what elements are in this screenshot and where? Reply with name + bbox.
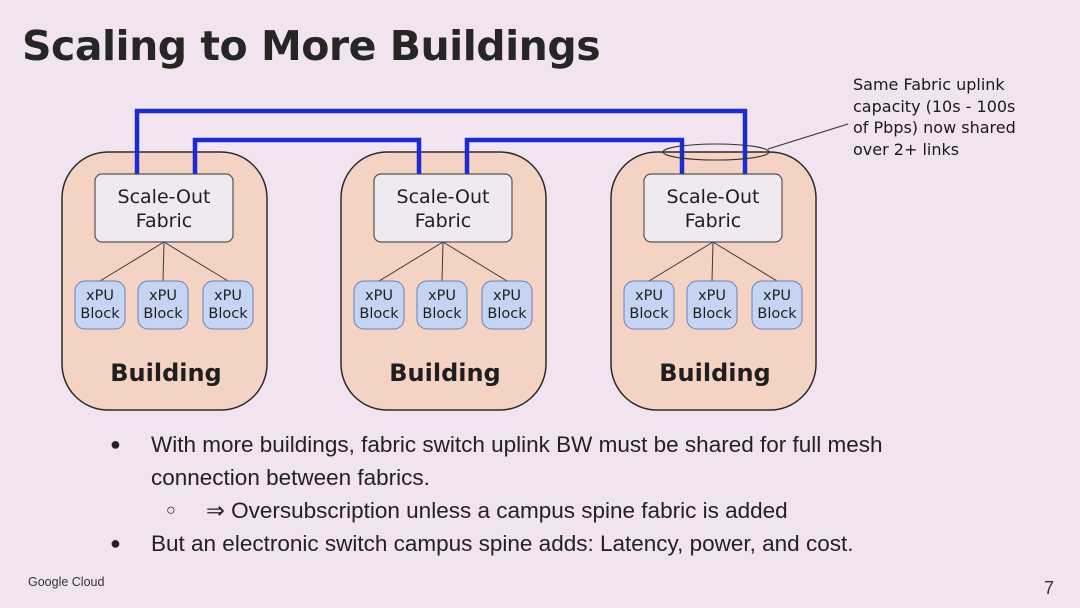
xpu-block-label-line2: Block	[692, 306, 732, 322]
tree-line	[711, 241, 714, 282]
tree-line	[712, 241, 778, 282]
xpu-block-label-line1: xPU	[635, 288, 663, 304]
xpu-block-label-line1: xPU	[365, 288, 393, 304]
page-title: Scaling to More Buildings	[22, 22, 601, 70]
uplink-link-1-3	[134, 108, 748, 174]
fabric-label-line1: Scale-Out	[118, 186, 211, 208]
xpu-block	[202, 280, 254, 330]
fabric-label-line1: Scale-Out	[667, 186, 760, 208]
xpu-block-label-line2: Block	[359, 306, 399, 322]
page-number: 7	[1043, 578, 1054, 598]
tree-line	[163, 241, 229, 282]
xpu-block	[481, 280, 533, 330]
bullet-text: But an electronic switch campus spine ad…	[151, 531, 854, 556]
uplink-annotation: Same Fabric uplink capacity (10s - 100s …	[853, 75, 1016, 159]
tree-line	[441, 241, 444, 282]
sub-bullet-item: ○ ⇒ Oversubscription unless a campus spi…	[166, 494, 1010, 527]
xpu-block-label-line1: xPU	[493, 288, 521, 304]
tree-line	[378, 241, 444, 282]
xpu-block-label-line1: xPU	[698, 288, 726, 304]
bullet-list: ● With more buildings, fabric switch upl…	[110, 428, 1010, 560]
fabric-label-line2: Fabric	[685, 210, 741, 232]
xpu-block-label-line2: Block	[757, 306, 797, 322]
bullet-dot-icon: ●	[110, 434, 121, 454]
building-diagram: Scale-OutFabricxPUBlockxPUBlockxPUBlockB…	[61, 108, 849, 411]
xpu-block-label-line1: xPU	[428, 288, 456, 304]
xpu-block	[416, 280, 468, 330]
google-cloud-logo: Google Cloud	[28, 575, 105, 589]
tree-line	[648, 241, 714, 282]
bullet-item: ● With more buildings, fabric switch upl…	[110, 428, 1010, 494]
xpu-block	[751, 280, 803, 330]
scale-out-fabric-box	[94, 173, 234, 243]
scale-out-fabric-box	[373, 173, 513, 243]
bullet-text: With more buildings, fabric switch uplin…	[151, 432, 883, 490]
link-bundle-ellipse	[662, 143, 770, 161]
fabric-label-line1: Scale-Out	[397, 186, 490, 208]
xpu-block-label-line2: Block	[143, 306, 183, 322]
building-label: Building	[659, 359, 771, 387]
tree-line	[162, 241, 165, 282]
building-label: Building	[110, 359, 222, 387]
fabric-label-line2: Fabric	[136, 210, 192, 232]
scale-out-fabric-box	[643, 173, 783, 243]
xpu-block-label-line1: xPU	[214, 288, 242, 304]
hollow-bullet-icon: ○	[166, 502, 176, 519]
xpu-block-label-line2: Block	[422, 306, 462, 322]
sub-bullet-text: ⇒ Oversubscription unless a campus spine…	[206, 498, 788, 523]
tree-line	[99, 241, 165, 282]
fabric-label-line2: Fabric	[415, 210, 471, 232]
xpu-block-label-line2: Block	[629, 306, 669, 322]
xpu-block-label-line1: xPU	[763, 288, 791, 304]
xpu-block	[623, 280, 675, 330]
building-label: Building	[389, 359, 501, 387]
xpu-block-label-line1: xPU	[149, 288, 177, 304]
xpu-block	[74, 280, 126, 330]
uplink-link-1-2	[192, 137, 422, 174]
annotation-leader-line	[767, 123, 849, 150]
xpu-block	[353, 280, 405, 330]
uplink-link-2-3	[464, 137, 685, 174]
tree-line	[442, 241, 508, 282]
xpu-block-label-line2: Block	[80, 306, 120, 322]
bullet-dot-icon: ●	[110, 533, 121, 553]
xpu-block	[686, 280, 738, 330]
bullet-item: ● But an electronic switch campus spine …	[110, 527, 1010, 560]
xpu-block-label-line2: Block	[487, 306, 527, 322]
xpu-block-label-line1: xPU	[86, 288, 114, 304]
xpu-block-label-line2: Block	[208, 306, 248, 322]
xpu-block	[137, 280, 189, 330]
